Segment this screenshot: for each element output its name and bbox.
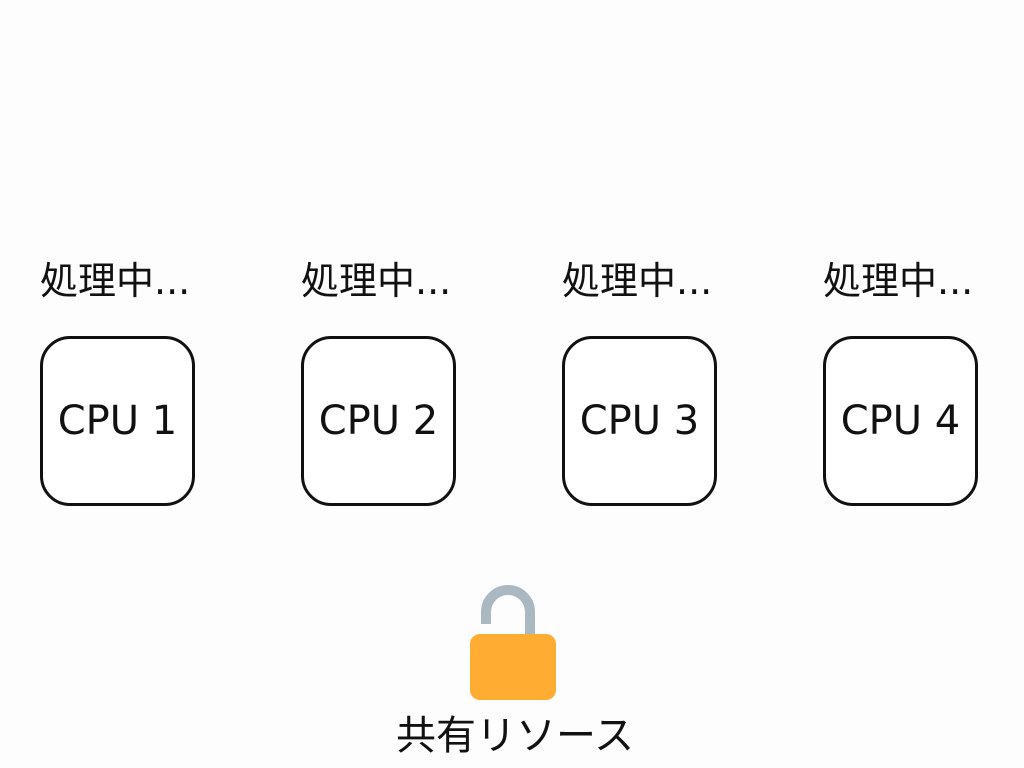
unlocked-padlock-icon <box>470 585 556 700</box>
lock-body <box>470 634 556 700</box>
cpu-status-text: 処理中... <box>562 259 713 303</box>
cpu-box: CPU 2 <box>301 336 456 506</box>
cpu-label: CPU 1 <box>57 398 178 444</box>
cpu-box: CPU 3 <box>562 336 717 506</box>
cpu-status-text: 処理中... <box>301 259 452 303</box>
cpu-unit-3: 処理中... CPU 3 <box>562 256 742 512</box>
cpu-label: CPU 2 <box>318 398 439 444</box>
lock-shackle <box>481 585 535 640</box>
cpu-status-text: 処理中... <box>40 259 191 303</box>
cpu-status-text: 処理中... <box>823 259 974 303</box>
shared-resource-label: 共有リソース <box>396 713 634 759</box>
cpu-label: CPU 3 <box>579 398 700 444</box>
cpu-box: CPU 1 <box>40 336 195 506</box>
cpu-unit-2: 処理中... CPU 2 <box>301 256 481 512</box>
cpu-unit-4: 処理中... CPU 4 <box>823 256 1003 512</box>
cpu-label: CPU 4 <box>840 398 961 444</box>
cpu-unit-1: 処理中... CPU 1 <box>40 256 220 512</box>
cpu-box: CPU 4 <box>823 336 978 506</box>
